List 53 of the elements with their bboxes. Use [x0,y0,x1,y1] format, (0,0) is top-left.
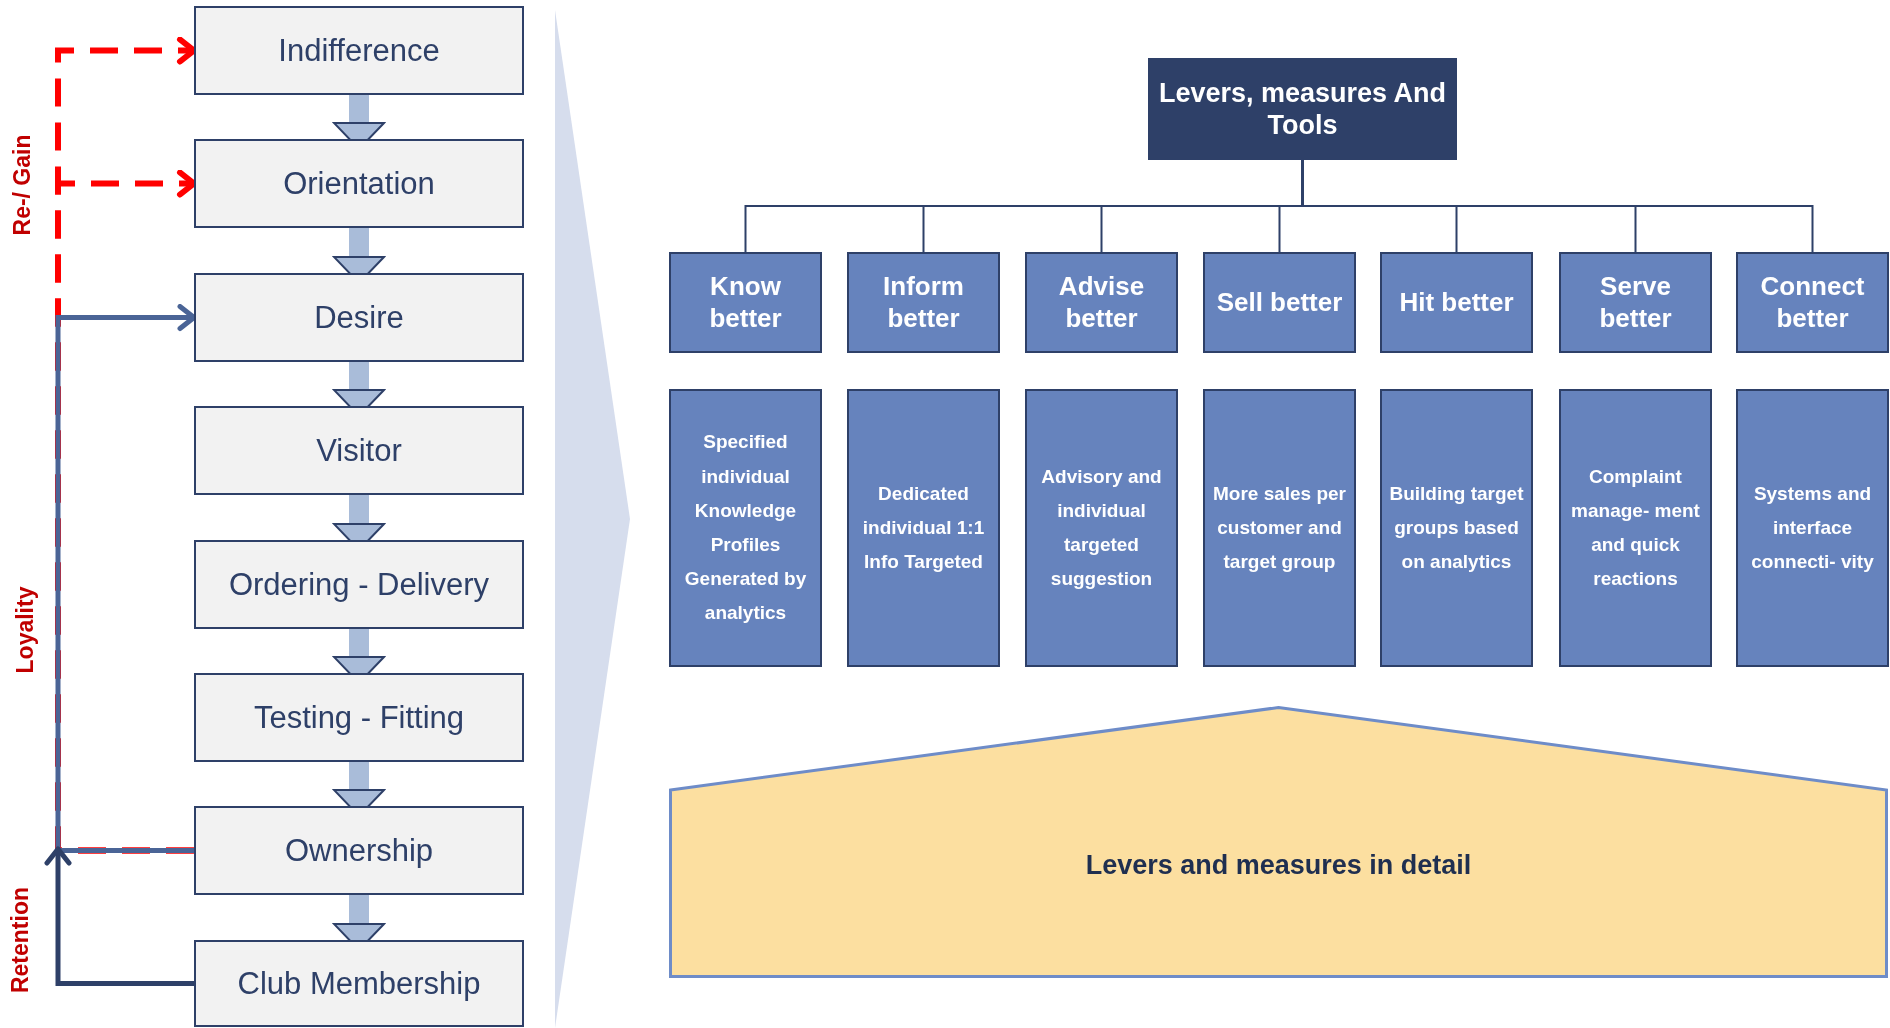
side-label: Retention [6,886,34,994]
box-label: Levers, measures And Tools [1157,76,1448,142]
box-label: Visitor [316,432,402,469]
box-label: Indifference [278,32,440,69]
box-label: Hit better [1399,286,1514,319]
box-label: Testing - Fitting [253,699,465,736]
stage-box [194,806,524,895]
category-box [1203,252,1356,353]
arrow [44,846,194,986]
pentagon-banner [669,706,1888,978]
box-label: Ordering - Delivery [228,566,490,603]
box-label: Systems and interface connecti- vity [1750,481,1875,575]
description-box [1380,389,1533,667]
box-label: Dedicated individual 1:1 Info Targeted [861,481,986,575]
category-box [1736,252,1889,353]
stage-box [194,406,524,495]
description-box [1736,389,1889,667]
box-label: Serve better [1598,271,1673,334]
box-label: Know better [708,271,783,334]
description-box [847,389,1000,667]
box-label: Complaint manage- ment and quick reactions [1570,464,1701,592]
box-label: Advise better [1057,271,1146,334]
box-label: Connect better [1759,271,1866,334]
box-label: Inform better [882,271,965,334]
category-box [1559,252,1712,353]
category-box [669,252,822,353]
box-label: Club Membership [237,965,481,1002]
box-label: Sell better [1216,286,1343,319]
description-box [1025,389,1178,667]
box-label: Desire [314,299,404,336]
side-label: Re-/ Gain [8,134,36,236]
stage-box [194,940,524,1027]
title-box [1148,58,1457,160]
box-label: Orientation [283,165,435,202]
description-box [669,389,822,667]
category-box [1380,252,1533,353]
side-label: Loyality [11,586,39,674]
stage-box [194,273,524,362]
description-box [1203,389,1356,667]
stage-box [194,139,524,228]
stage-box [194,6,524,95]
box-label: Advisory and individual targeted suggestion [1040,464,1163,592]
box-label: More sales per customer and target group [1211,481,1348,575]
box-label: Ownership [284,832,434,869]
box-label: Building target groups based on analytics [1388,481,1525,575]
stage-box [194,540,524,629]
wedge-shape [555,10,630,1028]
category-box [1025,252,1178,353]
box-label: Specified individual Knowledge Profiles Generated by analytics [683,430,808,626]
banner-text: Levers and measures in detail [1085,850,1472,881]
category-box [847,252,1000,353]
stage-box [194,673,524,762]
description-box [1559,389,1712,667]
